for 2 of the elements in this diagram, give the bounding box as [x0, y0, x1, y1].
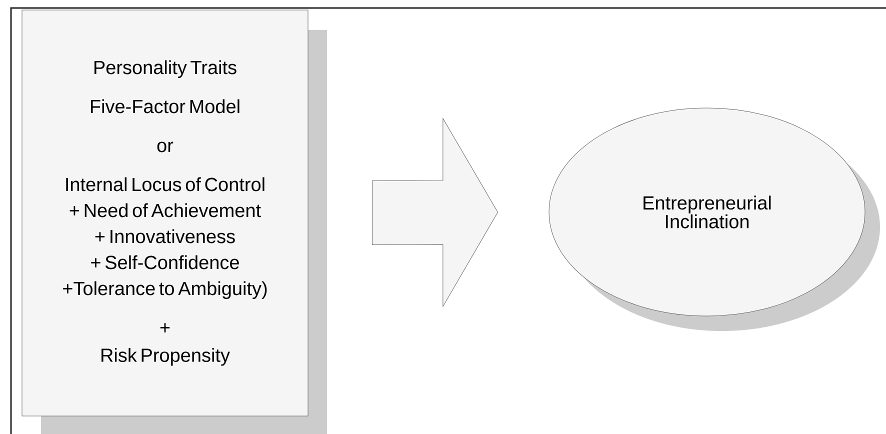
block-arrow	[372, 118, 498, 307]
text-box: Personality Traits Five-Factor Model or Internal Locus of Control + Need of Achievement + Innovativeness + Self-Confidence +Tolerance to Ambiguity) + Risk Propensity	[22, 10, 327, 434]
